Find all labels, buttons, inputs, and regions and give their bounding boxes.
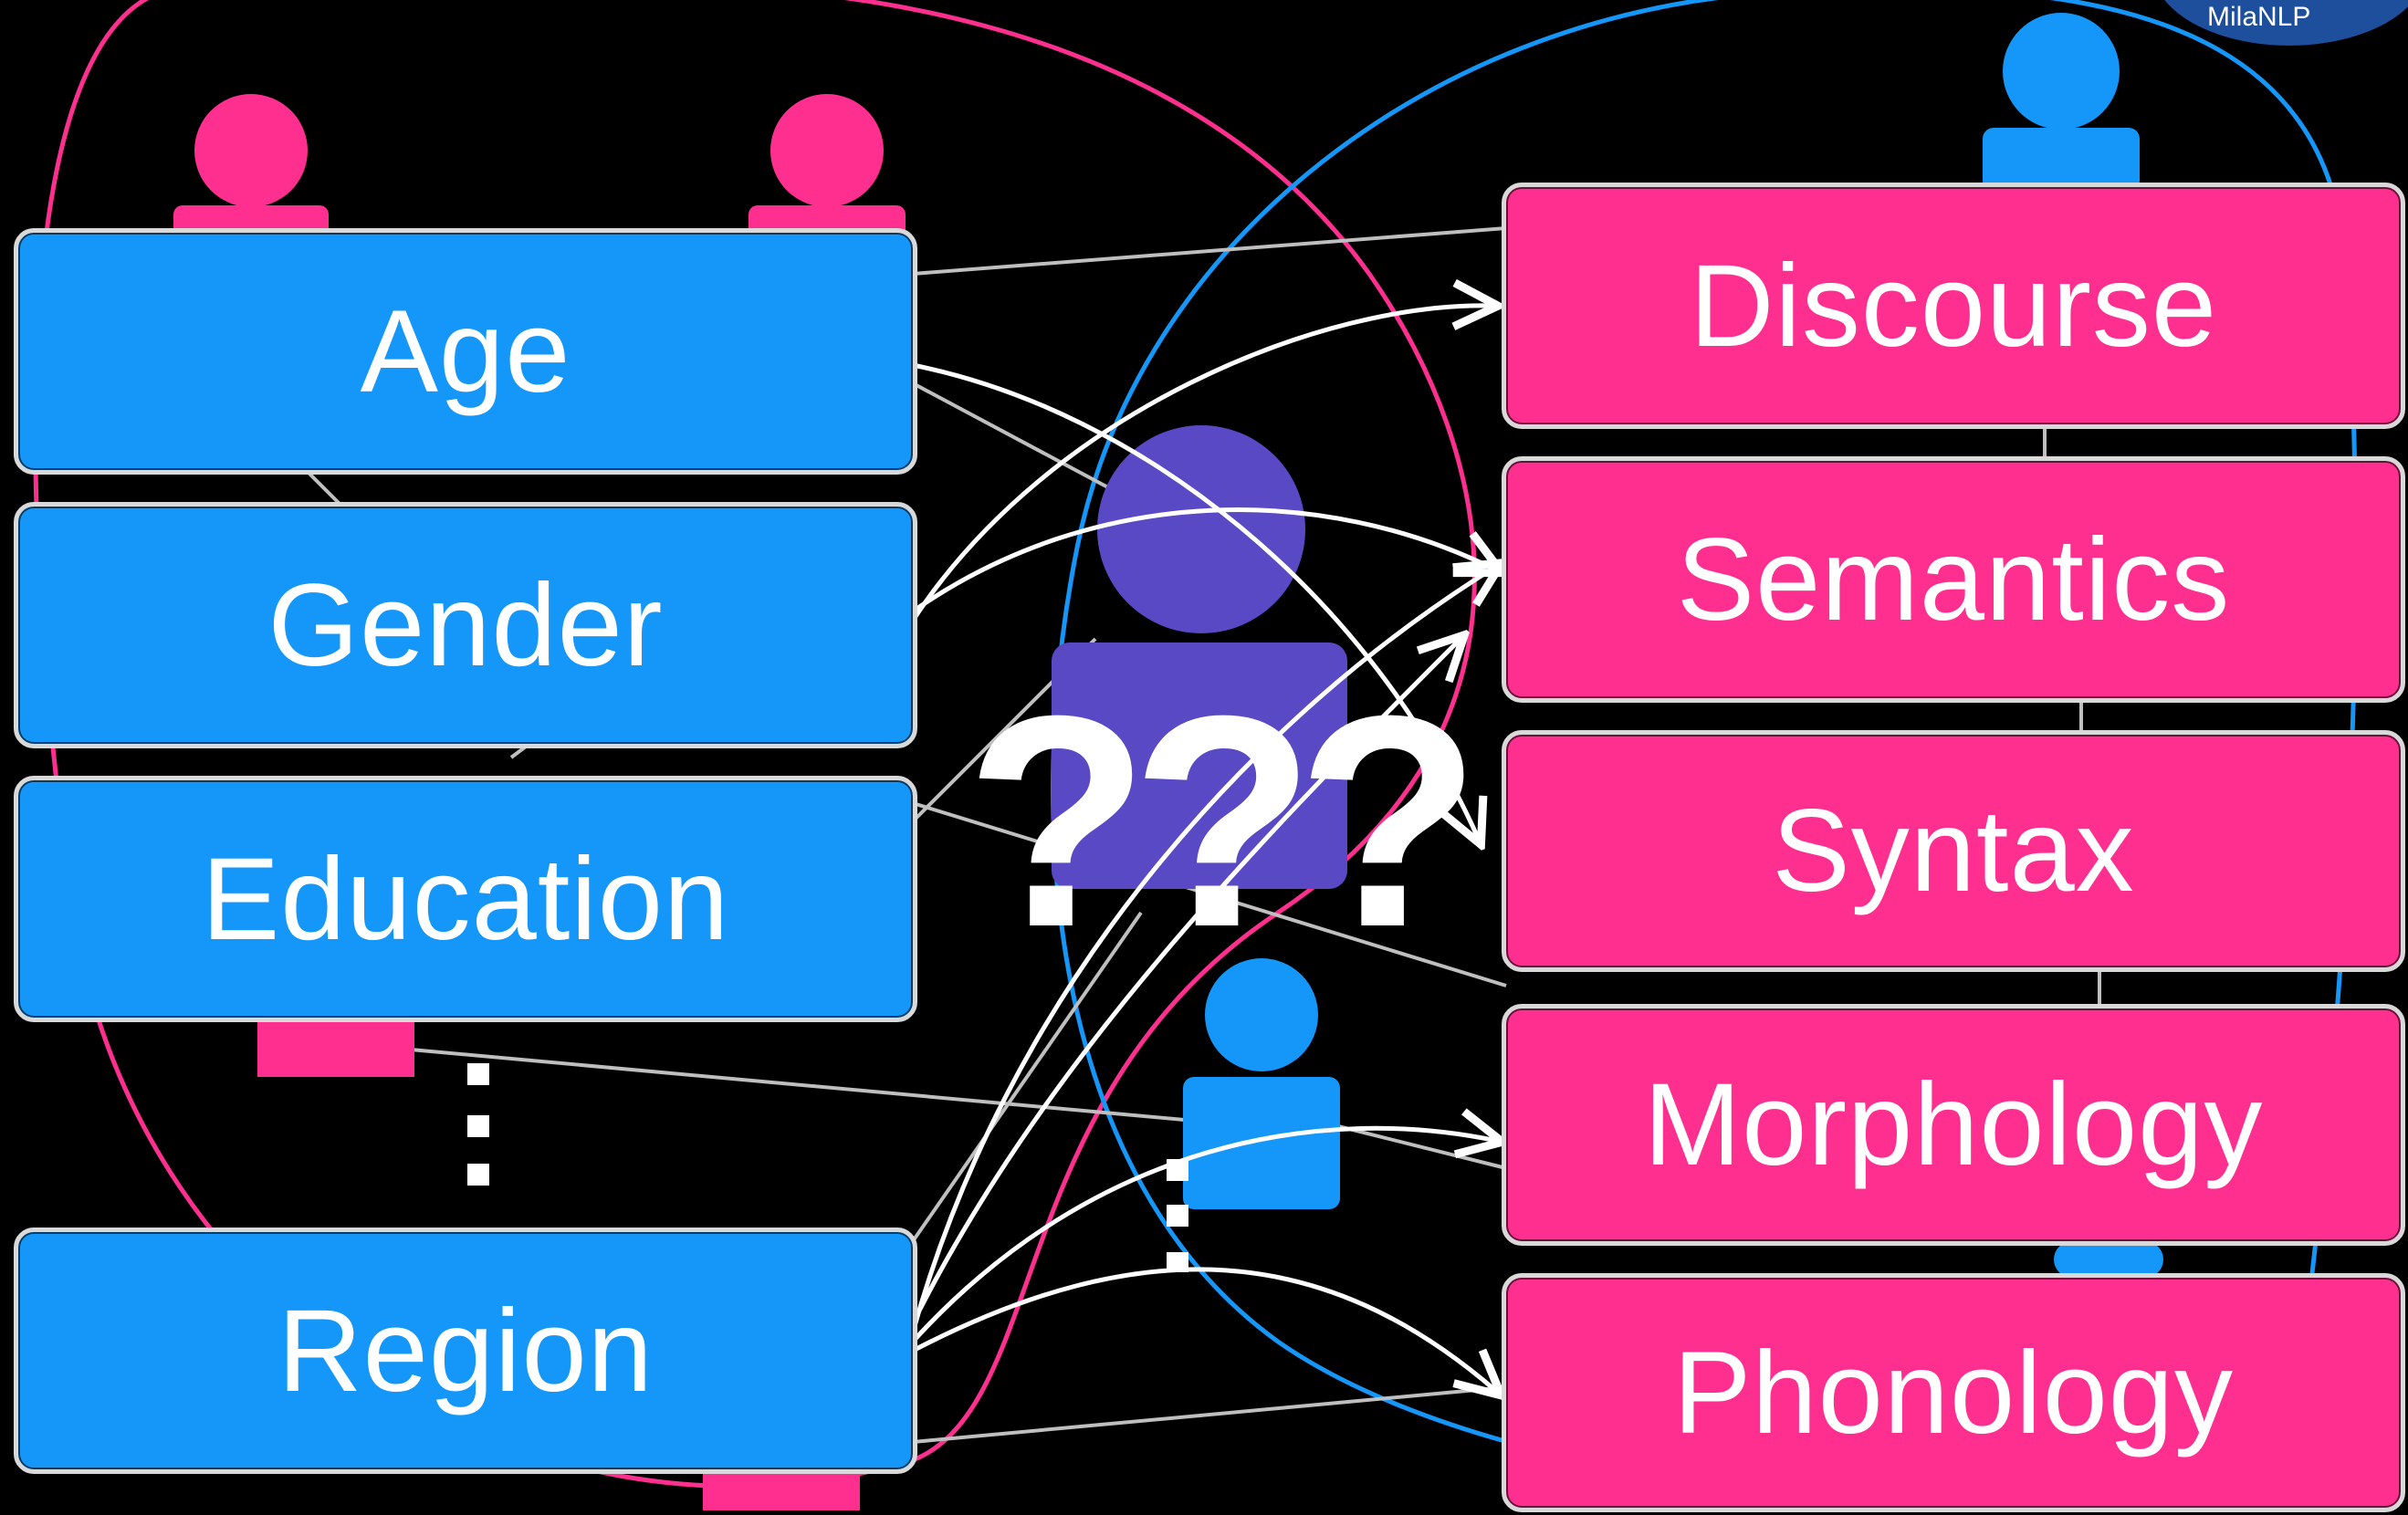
arrows xyxy=(910,306,1497,1392)
attribute-box-education: Education xyxy=(14,776,917,1022)
attribute-box-age: Age xyxy=(14,228,917,475)
level-label: Phonology xyxy=(1673,1327,2234,1458)
level-box-phonology: Phonology xyxy=(1502,1273,2405,1512)
level-box-semantics: Semantics xyxy=(1502,456,2405,703)
ellipsis-left-icon xyxy=(467,1063,489,1186)
level-box-syntax: Syntax xyxy=(1502,730,2405,972)
level-label: Discourse xyxy=(1689,240,2218,371)
logo-text: MilaNLP xyxy=(2207,2,2311,32)
pink-person-body-partial xyxy=(257,1013,414,1077)
pink-person-icon-right xyxy=(749,94,906,242)
level-label: Semantics xyxy=(1676,514,2231,645)
level-box-discourse: Discourse xyxy=(1502,183,2405,429)
attribute-box-gender: Gender xyxy=(14,502,917,748)
ellipsis-center-icon xyxy=(1167,1159,1188,1272)
attribute-label: Gender xyxy=(267,559,664,691)
level-box-morphology: Morphology xyxy=(1502,1004,2405,1246)
level-label: Syntax xyxy=(1772,786,2135,916)
attribute-label: Region xyxy=(277,1285,654,1416)
blue-person-icon-small xyxy=(1183,958,1340,1209)
blue-person-body-partial xyxy=(2054,1241,2163,1278)
level-label: Morphology xyxy=(1643,1060,2264,1190)
attribute-label: Education xyxy=(201,833,730,965)
pink-person-icon-left xyxy=(173,94,329,242)
attribute-box-region: Region xyxy=(14,1228,917,1474)
blue-person-icon-top xyxy=(1983,13,2140,192)
question-marks: ??? xyxy=(965,653,1481,989)
attribute-label: Age xyxy=(360,286,571,417)
